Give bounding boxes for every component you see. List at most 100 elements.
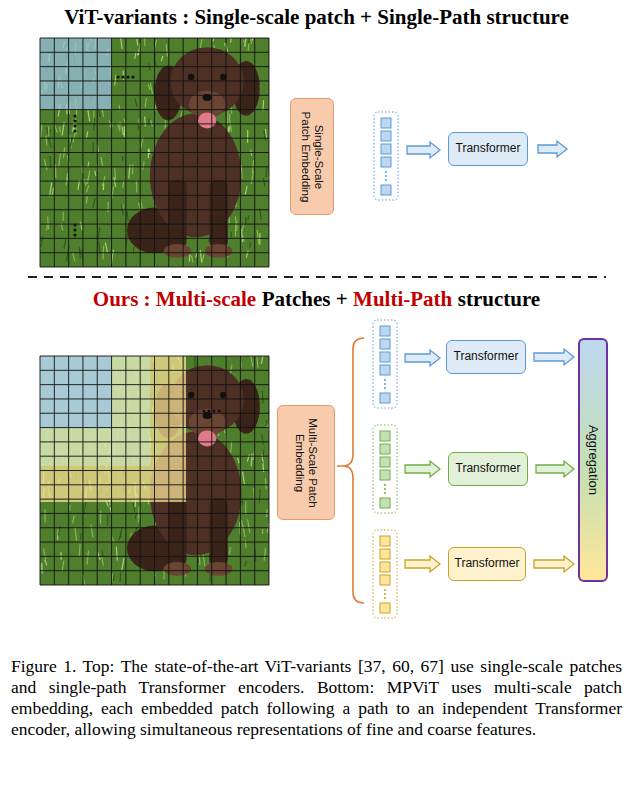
transformer-box: Transformer <box>448 452 528 486</box>
grass-blade <box>238 458 240 463</box>
grass-blade <box>122 127 123 135</box>
grass-blade <box>229 547 231 555</box>
puppy-tongue <box>198 430 216 446</box>
grass-blade <box>41 124 42 137</box>
puppy-eye <box>188 392 194 398</box>
grid-line <box>183 356 184 585</box>
token-frame <box>374 112 398 200</box>
ellipsis-dot <box>126 75 129 78</box>
grass-blade <box>112 187 113 198</box>
grass-blade <box>133 503 135 513</box>
grass-blade <box>259 233 260 245</box>
grass-blade <box>44 509 45 523</box>
token-column <box>374 112 398 200</box>
flow-arrow <box>536 461 574 477</box>
grid-line <box>168 38 169 267</box>
ellipsis-dot <box>116 75 119 78</box>
grid-line <box>40 499 269 500</box>
grass-blade <box>262 391 263 404</box>
grass-blade <box>242 499 243 506</box>
token-square <box>380 470 390 480</box>
grass-blade <box>48 126 50 136</box>
grass-blade <box>138 50 140 55</box>
grass-blade <box>249 243 251 248</box>
grass-blade <box>98 241 100 254</box>
token-square <box>381 131 391 141</box>
grass-blade <box>102 557 104 565</box>
grid-line <box>40 181 269 182</box>
grass-blade <box>189 254 191 262</box>
figure-title: ViT-variants : Single-scale patch + Sing… <box>0 5 633 30</box>
flow-arrow <box>534 349 574 365</box>
ellipsis-dot <box>73 228 76 231</box>
grass-blade <box>251 172 253 185</box>
flow-arrow <box>405 556 440 572</box>
grass-blade <box>257 230 259 244</box>
grass-blade <box>124 126 126 137</box>
ellipsis-dot <box>384 597 386 599</box>
grid-line <box>40 267 269 268</box>
grass-blade <box>135 98 137 107</box>
grass-blade <box>230 232 232 237</box>
grass-blade <box>251 356 253 367</box>
grass-blade <box>245 501 247 515</box>
heading-part: structure <box>458 287 540 312</box>
patch-region <box>40 356 112 428</box>
grass-blade <box>93 198 95 207</box>
grass-blade <box>235 216 236 224</box>
patch-embedding-box: Multi-Scale Patch Embedding <box>277 405 335 520</box>
grass-blade <box>103 183 104 190</box>
transformer-box: Transformer <box>448 547 526 581</box>
grass-blade <box>138 124 139 130</box>
ellipsis-dot <box>73 233 76 236</box>
grass-blade <box>245 186 247 194</box>
flow-arrow <box>405 350 440 366</box>
grass-blade <box>248 519 250 532</box>
grass-blade <box>259 489 260 503</box>
grid-line <box>226 356 227 585</box>
grass-blade <box>64 239 66 249</box>
grass-blade <box>119 122 121 131</box>
grid-line <box>269 356 270 585</box>
grass-blade <box>91 524 93 537</box>
grass-blade <box>86 196 88 204</box>
grid-line <box>40 570 269 571</box>
grass-blade <box>79 544 81 557</box>
grass-blade <box>127 211 128 221</box>
grid-line <box>40 166 269 167</box>
node-text: Transformer <box>455 557 520 571</box>
token-square <box>380 326 390 336</box>
grass-blade <box>262 435 264 445</box>
grass-blade <box>100 511 101 524</box>
node-text: Multi-Scale Patch Embedding <box>293 416 319 510</box>
grass-blade <box>73 516 74 524</box>
grass-blade <box>41 563 43 574</box>
puppy-paw <box>164 244 191 258</box>
grass-blade <box>92 142 93 154</box>
grass-blade <box>107 515 109 526</box>
grass-blade <box>49 156 51 168</box>
puppy-photo <box>40 27 271 267</box>
grass-blade <box>122 558 124 570</box>
ellipsis-dot <box>384 387 386 389</box>
puppy-eye <box>220 392 226 398</box>
grass-blade <box>73 132 75 142</box>
grass-blade <box>244 40 246 46</box>
grass-blade <box>66 173 68 186</box>
grass-blade <box>124 118 126 123</box>
grass-blade <box>87 551 89 565</box>
grid-line <box>40 542 269 543</box>
ellipsis-dot <box>121 75 124 78</box>
ellipsis-dot <box>73 129 76 132</box>
token-square <box>380 562 390 572</box>
grid-line <box>211 38 212 267</box>
grass-blade <box>261 454 263 462</box>
grass-blade <box>145 98 146 107</box>
token-frame <box>373 530 397 618</box>
grass-blade <box>74 119 76 131</box>
node-text: Transformer <box>456 142 521 156</box>
ellipsis-dot <box>384 484 386 486</box>
grass-blade <box>73 253 75 262</box>
grass-blade <box>148 84 150 89</box>
token-square <box>381 157 391 167</box>
